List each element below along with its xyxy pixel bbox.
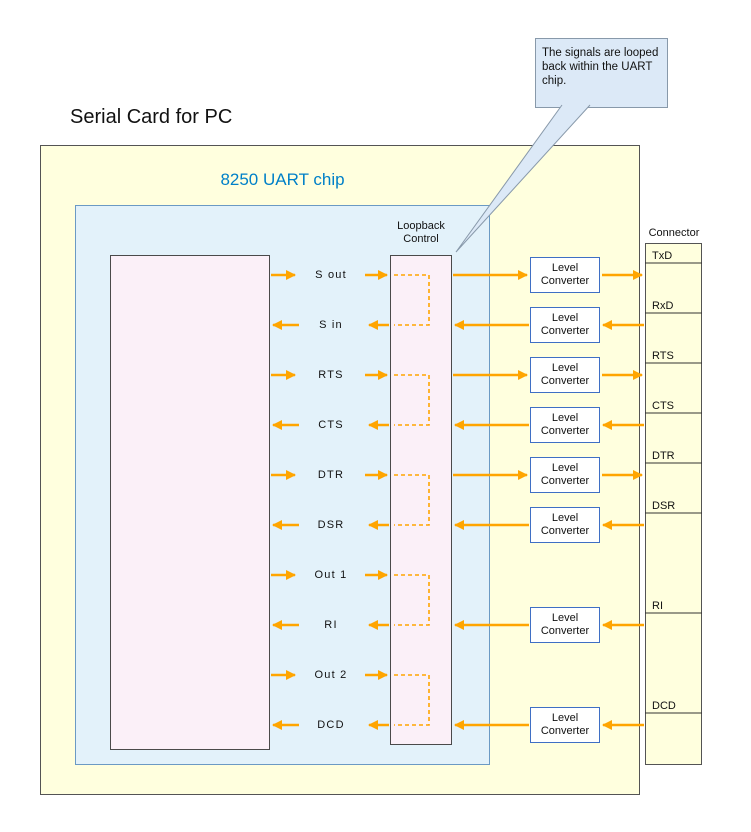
level-converter-box-dtr: Level Converter	[530, 457, 600, 493]
level-converter-label: Level Converter	[540, 462, 590, 487]
connector-pin-label-cts: CTS	[652, 400, 674, 412]
signal-label-dsr: DSR	[317, 519, 345, 531]
uart-core-box	[110, 255, 270, 750]
level-converter-box-rxd: Level Converter	[530, 307, 600, 343]
signal-label-rts: RTS	[318, 369, 344, 381]
uart-chip-title: 8250 UART chip	[220, 170, 345, 189]
level-converter-label: Level Converter	[540, 412, 590, 437]
level-converter-label: Level Converter	[540, 512, 590, 537]
loopback-control-label: Loopback Control	[397, 220, 445, 245]
connector-pin-label-dcd: DCD	[652, 700, 676, 712]
level-converter-label: Level Converter	[540, 262, 590, 287]
connector-box	[645, 243, 702, 765]
connector-pin-label-dtr: DTR	[652, 450, 675, 462]
connector-label: Connector	[648, 227, 700, 239]
connector-pin-label-rts: RTS	[652, 350, 674, 362]
callout-text: The signals are looped back within the U…	[542, 47, 659, 87]
connector-pin-label-ri: RI	[652, 600, 663, 612]
signal-label-ri: RI	[324, 619, 338, 631]
loopback-control-box	[390, 255, 452, 745]
signal-label-out2: Out 2	[314, 669, 348, 681]
connector-pin-label-dsr: DSR	[652, 500, 676, 512]
level-converter-box-dsr: Level Converter	[530, 507, 600, 543]
callout: The signals are looped back within the U…	[535, 38, 668, 108]
level-converter-box-txd: Level Converter	[530, 257, 600, 293]
signal-label-s-out: S out	[315, 269, 347, 281]
signal-label-dtr: DTR	[317, 469, 345, 481]
signal-label-out1: Out 1	[314, 569, 348, 581]
connector-pin-label-rxd: RxD	[652, 300, 674, 312]
level-converter-box-cts: Level Converter	[530, 407, 600, 443]
level-converter-box-ri: Level Converter	[530, 607, 600, 643]
level-converter-box-rts: Level Converter	[530, 357, 600, 393]
level-converter-label: Level Converter	[540, 612, 590, 637]
level-converter-label: Level Converter	[540, 712, 590, 737]
level-converter-box-dcd: Level Converter	[530, 707, 600, 743]
signal-label-dcd: DCD	[317, 719, 345, 731]
signal-label-s-in: S in	[319, 319, 343, 331]
connector-pin-label-txd: TxD	[652, 250, 673, 262]
level-converter-label: Level Converter	[540, 362, 590, 387]
signal-label-cts: CTS	[318, 419, 344, 431]
page-title: Serial Card for PC	[70, 106, 233, 128]
level-converter-label: Level Converter	[540, 312, 590, 337]
